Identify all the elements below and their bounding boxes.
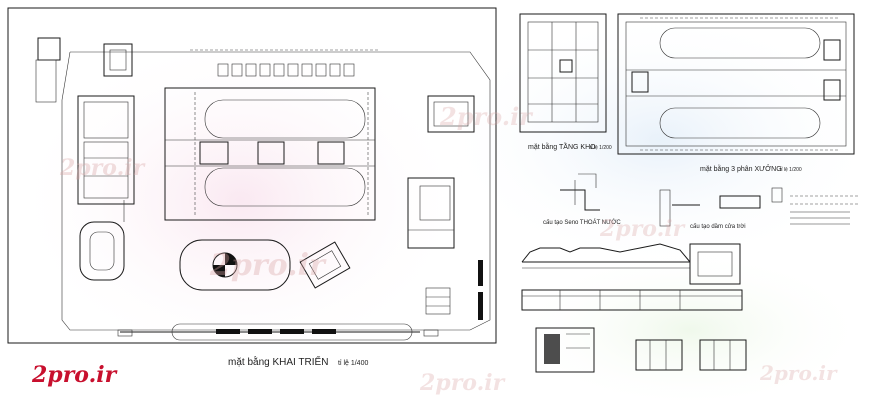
workshop-plan-scale: tỉ lệ 1/200: [780, 166, 802, 173]
site-plan-scale: tỉ lệ 1/400: [338, 359, 368, 367]
color-tint: [440, 10, 870, 270]
parking-row: [217, 63, 355, 77]
detail-box: [689, 243, 741, 285]
warehouse-plan-caption: mặt bằng TẦNG KHO: [528, 141, 596, 151]
detail-plan-small: [535, 327, 747, 373]
legend-notes: [790, 211, 850, 225]
watermark-text: 2pro.ir: [59, 155, 146, 181]
watermark-text: 2pro.ir: [439, 102, 534, 131]
site-plan: [7, 7, 497, 344]
watermark-text: 2pro.ir: [419, 370, 506, 396]
cross-section: [521, 289, 743, 311]
warehouse-plan-scale: tỉ lệ 1/200: [590, 144, 612, 151]
warehouse-plan: [519, 13, 607, 133]
watermark-text: 2pro.ir: [759, 361, 838, 385]
workshop-plan-caption: mặt bằng 3 phân XƯỞNG: [700, 164, 782, 173]
watermarks: 2pro.ir 2pro.ir 2pro.ir 2pro.ir 2pro.ir …: [59, 102, 838, 396]
roof-detail: [560, 173, 600, 211]
section-elevation: [521, 243, 691, 269]
column-detail: [659, 187, 860, 227]
site-plan-caption: mặt bằng KHAI TRIỂN: [228, 355, 328, 368]
watermark-text: 2pro.ir: [209, 248, 327, 283]
color-tint: [10, 30, 470, 370]
roof-detail-caption: cấu tạo Seno THOÁT NƯỚC: [543, 219, 621, 226]
workshop-plan: [617, 13, 855, 155]
site-logo: 2pro.ir: [31, 362, 118, 388]
watermark-text: 2pro.ir: [599, 216, 686, 242]
column-detail-caption: cấu tạo dầm cửa trời: [690, 223, 746, 230]
